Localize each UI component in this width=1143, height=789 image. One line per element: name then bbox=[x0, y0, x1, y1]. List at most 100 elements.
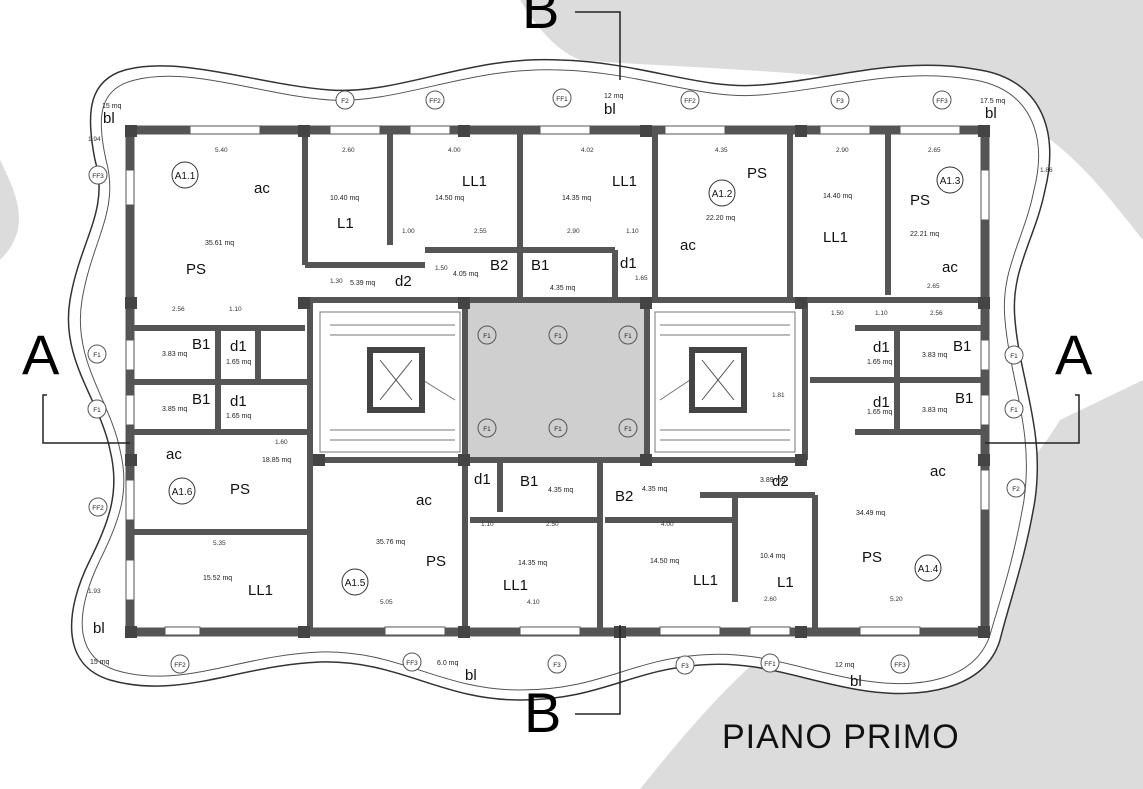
room-label: PS bbox=[862, 549, 882, 566]
area-value: 12 mq bbox=[604, 93, 624, 100]
dimension: 2.65 bbox=[928, 147, 941, 154]
apt-tag-a1-1: A1.1 bbox=[175, 171, 196, 182]
room-label: B2 bbox=[490, 257, 508, 274]
column-tag: F1 bbox=[483, 426, 491, 433]
column-tag: FF3 bbox=[936, 98, 948, 105]
room-label: PS bbox=[747, 165, 767, 182]
room-label: d2 bbox=[772, 473, 789, 490]
room-label: d2 bbox=[395, 273, 412, 290]
dimension: 4.02 bbox=[581, 147, 594, 154]
area-value: 3.85 mq bbox=[162, 406, 187, 413]
room-label: L1 bbox=[777, 574, 794, 591]
area-value: 35.76 mq bbox=[376, 539, 405, 546]
dimension: 5.20 bbox=[890, 596, 903, 603]
dimension: 1.10 bbox=[229, 306, 242, 313]
dimension: 4.35 bbox=[715, 147, 728, 154]
central-core bbox=[465, 302, 647, 460]
area-value: 14.50 mq bbox=[435, 195, 464, 202]
dimension: 1.60 bbox=[275, 439, 288, 446]
room-label: bl bbox=[465, 667, 477, 684]
room-label: LL1 bbox=[823, 229, 848, 246]
dimension: 2.50 bbox=[546, 521, 559, 528]
section-line-b bbox=[575, 11, 621, 715]
room-label: PS bbox=[426, 553, 446, 570]
room-label: ac bbox=[930, 463, 946, 480]
column-tag: F2 bbox=[341, 98, 349, 105]
column-tag: F1 bbox=[93, 407, 101, 414]
dimension-labels: 5.40 2.60 4.00 4.02 4.35 2.90 2.65 2.55 … bbox=[88, 136, 1053, 606]
dimension: 2.65 bbox=[927, 283, 940, 290]
section-mark-b-bottom: B bbox=[524, 681, 561, 744]
dimension: 4.00 bbox=[661, 521, 674, 528]
dimension: 1.10 bbox=[481, 521, 494, 528]
dimension: 2.55 bbox=[474, 228, 487, 235]
grid-markers: F1 F1 F1 F1 F1 F1 F2 FF2 FF1 FF2 F3 FF3 … bbox=[87, 88, 1026, 675]
area-value: 1.65 mq bbox=[867, 409, 892, 416]
dimension: 2.56 bbox=[930, 310, 943, 317]
background-shape-left bbox=[0, 160, 19, 260]
room-label: d1 bbox=[230, 338, 247, 355]
column-tag: F1 bbox=[1010, 407, 1018, 414]
room-label: B1 bbox=[953, 338, 971, 355]
column-tag: FF2 bbox=[684, 98, 696, 105]
area-value: 14.35 mq bbox=[518, 560, 547, 567]
column-tag: F3 bbox=[681, 663, 689, 670]
room-label: ac bbox=[254, 180, 270, 197]
plan-title: PIANO PRIMO bbox=[722, 718, 960, 756]
area-value: 18.85 mq bbox=[262, 457, 291, 464]
dimension: 2.60 bbox=[342, 147, 355, 154]
room-label: LL1 bbox=[693, 572, 718, 589]
dimension: 4.10 bbox=[527, 599, 540, 606]
room-label: LL1 bbox=[248, 582, 273, 599]
column-tag: F1 bbox=[624, 333, 632, 340]
dimension: 5.35 bbox=[213, 540, 226, 547]
room-label: B2 bbox=[615, 488, 633, 505]
dimension: 2.60 bbox=[764, 596, 777, 603]
area-value: 5.39 mq bbox=[350, 280, 375, 287]
dimension: 1.10 bbox=[875, 310, 888, 317]
area-value: 15.52 mq bbox=[203, 575, 232, 582]
column-tag: FF3 bbox=[894, 662, 906, 669]
area-value: 15 mq bbox=[90, 659, 110, 666]
room-label: ac bbox=[166, 446, 182, 463]
column-tag: F1 bbox=[483, 333, 491, 340]
area-value: 4.35 mq bbox=[550, 285, 575, 292]
room-label: B1 bbox=[192, 391, 210, 408]
column-tag: F1 bbox=[624, 426, 632, 433]
area-value: 14.35 mq bbox=[562, 195, 591, 202]
room-label: bl bbox=[93, 620, 105, 637]
room-label: LL1 bbox=[503, 577, 528, 594]
area-value: 35.61 mq bbox=[205, 240, 234, 247]
room-label: B1 bbox=[955, 390, 973, 407]
dimension: 1.50 bbox=[831, 310, 844, 317]
dimension: 2.90 bbox=[567, 228, 580, 235]
area-value: 4.35 mq bbox=[548, 487, 573, 494]
apt-tag-a1-4: A1.4 bbox=[918, 564, 939, 575]
room-label: PS bbox=[230, 481, 250, 498]
dimension: 1.65 bbox=[635, 275, 648, 282]
room-label: d1 bbox=[620, 255, 637, 272]
column-tag: F1 bbox=[554, 333, 562, 340]
room-label: LL1 bbox=[462, 173, 487, 190]
apartment-tags: A1.1 A1.2 A1.3 A1.4 A1.5 A1.6 bbox=[168, 161, 964, 596]
room-label: d1 bbox=[873, 394, 890, 411]
room-label: bl bbox=[604, 101, 616, 118]
lift-right bbox=[689, 347, 747, 413]
room-label: ac bbox=[680, 237, 696, 254]
area-value: 1.65 mq bbox=[226, 359, 251, 366]
dimension: 4.00 bbox=[448, 147, 461, 154]
column-tag: FF3 bbox=[92, 173, 104, 180]
apt-tag-a1-5: A1.5 bbox=[345, 578, 366, 589]
section-mark-b-top: B bbox=[522, 0, 559, 40]
area-value: 10.40 mq bbox=[330, 195, 359, 202]
balcony-inner-line bbox=[80, 69, 1040, 691]
area-value: 4.05 mq bbox=[453, 271, 478, 278]
room-label: ac bbox=[942, 259, 958, 276]
dimension: 1.93 bbox=[88, 588, 101, 595]
room-label: PS bbox=[186, 261, 206, 278]
column-tag: FF2 bbox=[429, 98, 441, 105]
room-label: ac bbox=[416, 492, 432, 509]
dimension: 1.50 bbox=[435, 265, 448, 272]
column-tag: FF2 bbox=[92, 505, 104, 512]
room-areas: 35.61 mq 10.40 mq 14.50 mq 3.83 mq 1.65 … bbox=[90, 93, 1005, 669]
